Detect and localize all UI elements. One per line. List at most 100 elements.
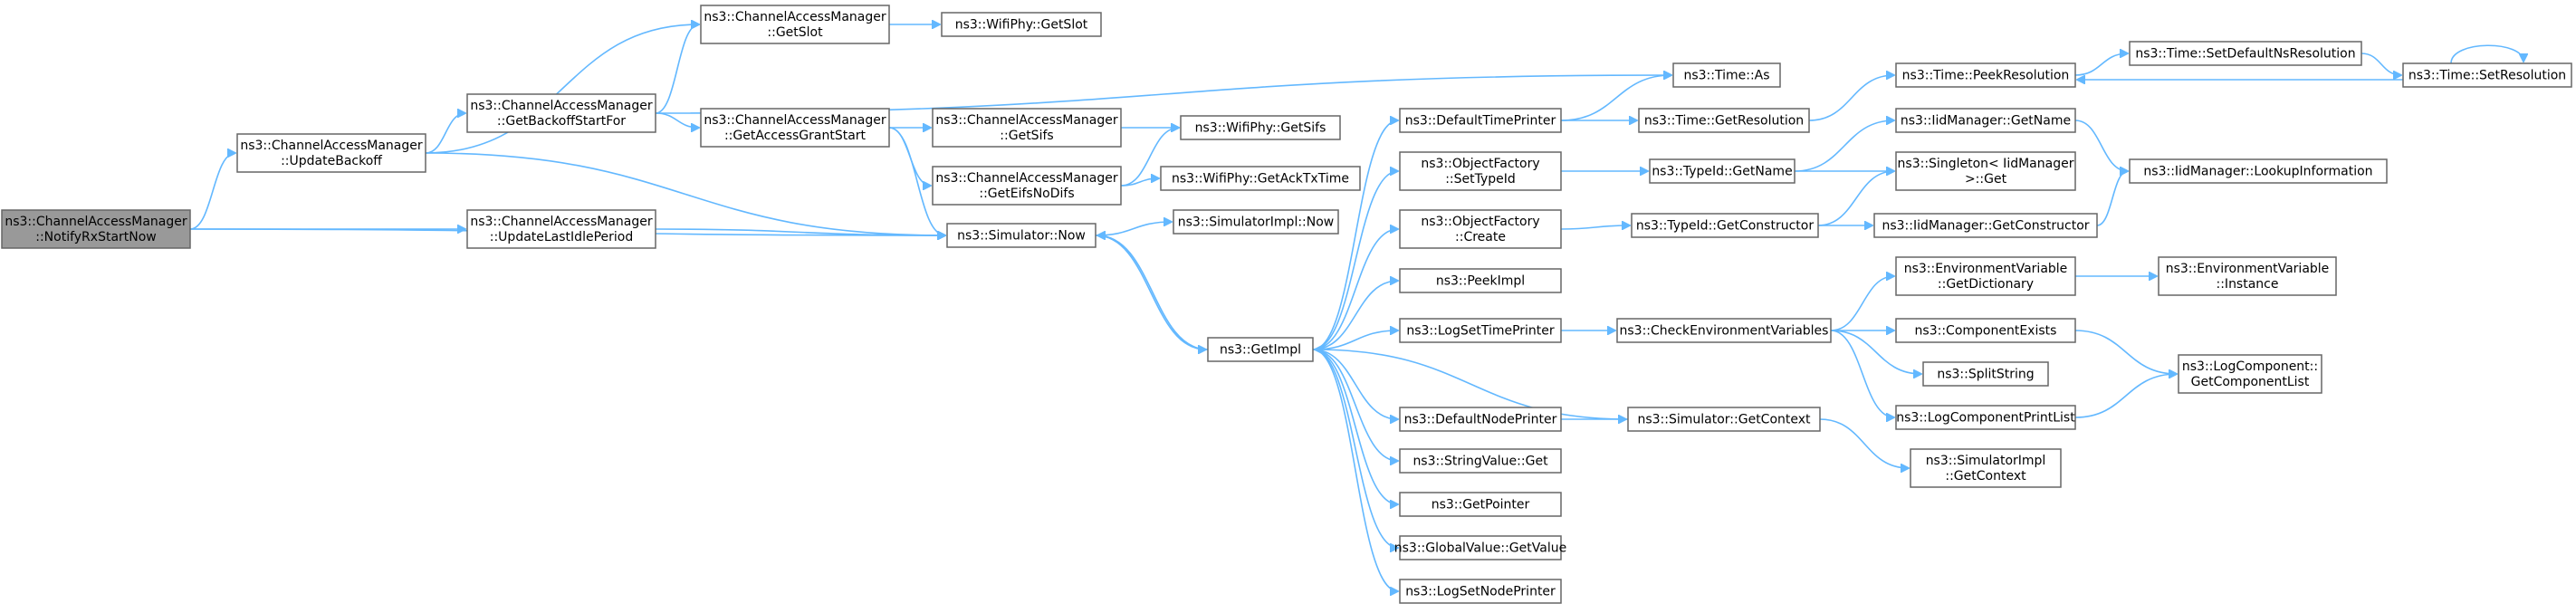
node-label: ns3::SimulatorImpl::Now	[1178, 216, 1335, 230]
node-ns3-wifiphy-getsifs[interactable]: ns3::WifiPhy::GetSifs	[1180, 115, 1341, 140]
node-label: ns3::GetPointer	[1432, 498, 1530, 512]
edge-n14-n24	[1312, 349, 1398, 591]
node-box	[1922, 361, 2049, 387]
node-label: ns3::TypeId::GetName	[1652, 165, 1792, 179]
node-ns3-time-setresolution[interactable]: ns3::Time::SetResolution	[2402, 62, 2572, 88]
edge-n14-n19	[1312, 330, 1398, 350]
node-label: ns3::GetImpl	[1220, 343, 1301, 358]
node-ns3-environmentvariable-getdictionary[interactable]: ns3::EnvironmentVariable::GetDictionary	[1895, 256, 2076, 296]
node-label: ::GetContext	[1945, 469, 2026, 484]
node-ns3-globalvalue-getvalue[interactable]: ns3::GlobalValue::GetValue	[1394, 535, 1566, 560]
edges-layer	[189, 24, 2523, 591]
node-ns3-logcomponentprintlist[interactable]: ns3::LogComponentPrintList	[1895, 405, 2076, 430]
node-box	[932, 166, 1122, 206]
edge-n42-n14	[1315, 350, 1629, 420]
node-box	[1631, 213, 1819, 238]
node-box	[1173, 209, 1339, 235]
node-label: ::Instance	[2217, 277, 2279, 292]
edge-n4-n7	[655, 75, 1671, 114]
node-ns3-getimpl[interactable]: ns3::GetImpl	[1207, 337, 1314, 362]
node-ns3-wifiphy-getacktxtime[interactable]: ns3::WifiPhy::GetAckTxTime	[1160, 166, 1361, 191]
node-label: ns3::DefaultNodePrinter	[1404, 413, 1557, 427]
node-box	[1638, 108, 1810, 133]
node-box	[941, 12, 1102, 37]
node-label: GetComponentList	[2191, 375, 2310, 389]
node-ns3-environmentvariable-instance[interactable]: ns3::EnvironmentVariable::Instance	[2158, 256, 2337, 296]
node-label: ns3::IidManager::GetConstructor	[1882, 219, 2089, 234]
node-ns3-simulatorimpl-now[interactable]: ns3::SimulatorImpl::Now	[1173, 209, 1339, 235]
edge-n14-n22	[1312, 349, 1398, 504]
node-label: ns3::ChannelAccessManager	[935, 113, 1118, 128]
node-box	[1160, 166, 1361, 191]
edge-n27-n28	[2361, 53, 2401, 75]
node-box	[1399, 108, 1562, 133]
node-ns3-objectfactory-settypeid[interactable]: ns3::ObjectFactory::SetTypeId	[1399, 151, 1562, 191]
node-box	[1627, 407, 1821, 432]
node-label: ns3::WifiPhy::GetAckTxTime	[1172, 172, 1349, 187]
node-ns3-iidmanager-getname[interactable]: ns3::IidManager::GetName	[1895, 108, 2076, 133]
node-ns3-time-as[interactable]: ns3::Time::As	[1672, 62, 1781, 88]
node-ns3-objectfactory-create[interactable]: ns3::ObjectFactory::Create	[1399, 209, 1562, 249]
node-ns3-time-getresolution[interactable]: ns3::Time::GetResolution	[1638, 108, 1810, 133]
edge-n14-n15	[1312, 120, 1398, 350]
node-box	[2129, 158, 2388, 184]
node-label: ns3::Time::SetResolution	[2408, 69, 2566, 83]
node-ns3-defaultnodeprinter[interactable]: ns3::DefaultNodePrinter	[1399, 407, 1562, 432]
node-label: ns3::SplitString	[1937, 368, 2034, 382]
node-ns3-logcomponent-getcomponentlist[interactable]: ns3::LogComponent::GetComponentList	[2178, 354, 2322, 394]
node-label: ns3::DefaultTimePrinter	[1405, 114, 1556, 129]
node-ns3-defaulttimeprinter[interactable]: ns3::DefaultTimePrinter	[1399, 108, 1562, 133]
node-ns3-simulatorimpl-getcontext[interactable]: ns3::SimulatorImpl::GetContext	[1910, 448, 2062, 488]
node-ns3-channelaccessmanager-updatelastidleperiod[interactable]: ns3::ChannelAccessManager::UpdateLastIdl…	[466, 209, 656, 249]
node-ns3-stringvalue-get[interactable]: ns3::StringValue::Get	[1399, 448, 1562, 474]
node-label: ns3::Time::PeekResolution	[1902, 69, 2070, 83]
node-label: ::SetTypeId	[1445, 172, 1516, 187]
node-label: ns3::EnvironmentVariable	[2166, 262, 2330, 276]
node-ns3-channelaccessmanager-getsifs[interactable]: ns3::ChannelAccessManager::GetSifs	[932, 108, 1122, 148]
node-ns3-typeid-getconstructor[interactable]: ns3::TypeId::GetConstructor	[1631, 213, 1819, 238]
node-box	[2402, 62, 2572, 88]
node-box	[1895, 62, 2076, 88]
node-label: ns3::IidManager::GetName	[1901, 114, 2071, 129]
edge-n26-n27	[2074, 53, 2128, 76]
edge-n3-n14	[1095, 235, 1206, 350]
node-ns3-time-peekresolution[interactable]: ns3::Time::PeekResolution	[1895, 62, 2076, 88]
edge-n2-n3	[655, 228, 945, 235]
node-ns3-splitstring[interactable]: ns3::SplitString	[1922, 361, 2049, 387]
node-box	[700, 108, 890, 148]
node-label: ns3::LogComponent::	[2182, 359, 2318, 374]
node-ns3-getpointer[interactable]: ns3::GetPointer	[1399, 492, 1562, 517]
node-label: ns3::PeekImpl	[1436, 274, 1525, 289]
node-ns3-typeid-getname[interactable]: ns3::TypeId::GetName	[1649, 158, 1796, 184]
node-ns3-simulator-getcontext[interactable]: ns3::Simulator::GetContext	[1627, 407, 1821, 432]
node-ns3-channelaccessmanager-getbackoffstartfor[interactable]: ns3::ChannelAccessManager::GetBackoffSta…	[466, 93, 656, 133]
node-ns3-peekimpl[interactable]: ns3::PeekImpl	[1399, 268, 1562, 293]
node-ns3-logsetnodeprinter[interactable]: ns3::LogSetNodePrinter	[1399, 579, 1562, 604]
node-ns3-simulator-now[interactable]: ns3::Simulator::Now	[946, 223, 1096, 248]
node-ns3-iidmanager-getconstructor[interactable]: ns3::IidManager::GetConstructor	[1873, 213, 2098, 238]
node-label: ::GetEifsNoDifs	[979, 187, 1074, 201]
edge-n11-n12	[1120, 178, 1159, 187]
node-label: ns3::LogSetTimePrinter	[1406, 324, 1555, 339]
node-ns3-iidmanager-lookupinformation[interactable]: ns3::IidManager::LookupInformation	[2129, 158, 2388, 184]
node-ns3-channelaccessmanager-geteifsnodifs[interactable]: ns3::ChannelAccessManager::GetEifsNoDifs	[932, 166, 1122, 206]
node-ns3-channelaccessmanager-notifyrxstartnow[interactable]: ns3::ChannelAccessManager::NotifyRxStart…	[1, 209, 191, 249]
node-ns3-logsettimeprinter[interactable]: ns3::LogSetTimePrinter	[1399, 318, 1562, 343]
edge-n14-n23	[1312, 349, 1398, 548]
edge-n35-n39	[1830, 330, 1921, 374]
node-ns3-wifiphy-getslot[interactable]: ns3::WifiPhy::GetSlot	[941, 12, 1102, 37]
node-label: ns3::ComponentExists	[1915, 324, 2057, 339]
node-ns3-singleton-iidmanager-get[interactable]: ns3::Singleton< IidManager >::Get	[1895, 151, 2076, 191]
node-ns3-time-setdefaultnsresolution[interactable]: ns3::Time::SetDefaultNsResolution	[2129, 41, 2362, 66]
edge-n35-n36	[1830, 276, 1894, 331]
node-ns3-channelaccessmanager-getaccessgrantstart[interactable]: ns3::ChannelAccessManager::GetAccessGran…	[700, 108, 890, 148]
node-ns3-checkenvironmentvariables[interactable]: ns3::CheckEnvironmentVariables	[1616, 318, 1832, 343]
node-label: ns3::ChannelAccessManager	[240, 139, 423, 153]
edge-n14-n21	[1312, 349, 1398, 461]
node-label: ns3::Time::SetDefaultNsResolution	[2135, 47, 2355, 62]
node-ns3-channelaccessmanager-getslot[interactable]: ns3::ChannelAccessManager::GetSlot	[700, 5, 890, 44]
node-ns3-componentexists[interactable]: ns3::ComponentExists	[1895, 318, 2076, 343]
node-label: ::GetBackoffStartFor	[497, 114, 626, 129]
edge-n35-n40	[1830, 330, 1894, 417]
node-ns3-channelaccessmanager-updatebackoff[interactable]: ns3::ChannelAccessManager::UpdateBackoff	[236, 133, 426, 173]
